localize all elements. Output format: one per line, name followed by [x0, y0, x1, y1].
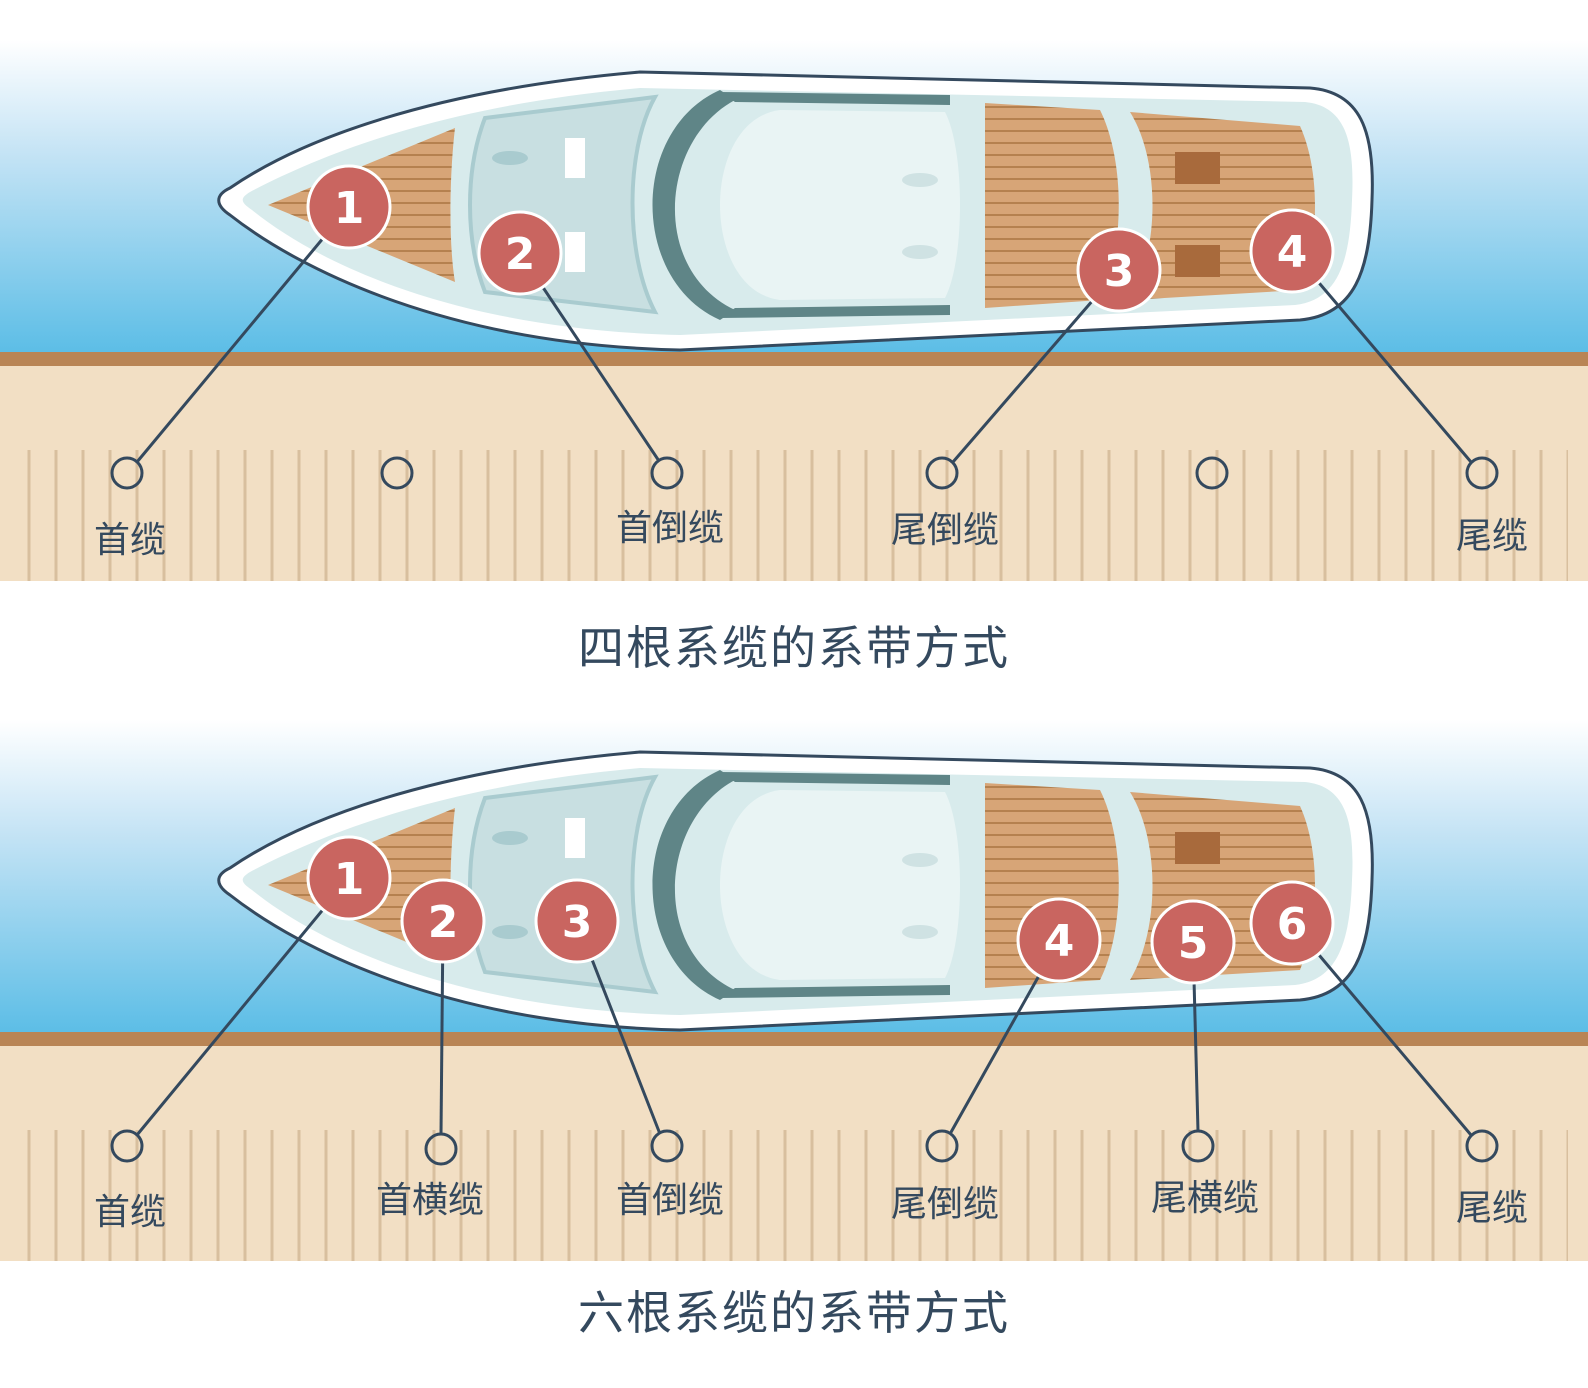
svg-text:尾缆: 尾缆: [1456, 516, 1528, 557]
bollard: [650, 456, 684, 490]
mooring-line-1: 1 首缆: [94, 164, 392, 561]
line-marker: [477, 210, 563, 296]
svg-text:4: 4: [1044, 916, 1075, 967]
svg-text:3: 3: [562, 897, 593, 948]
svg-text:尾倒缆: 尾倒缆: [891, 510, 999, 551]
bollard: [1195, 456, 1229, 490]
bollard: [650, 1129, 684, 1163]
svg-text:1: 1: [334, 183, 365, 234]
diagram-six-lines: 1 首缆 2 首横缆 3 首倒缆 4 尾倒缆 5 尾横缆: [0, 680, 1588, 1360]
bollard: [1465, 1129, 1499, 1163]
svg-text:1: 1: [334, 854, 365, 905]
dock-planks: [20, 450, 1568, 581]
mooring-line-1: 1 首缆: [94, 835, 392, 1233]
svg-text:2: 2: [428, 897, 459, 948]
svg-text:首倒缆: 首倒缆: [616, 508, 724, 549]
line-marker: [1249, 880, 1335, 966]
svg-text:首缆: 首缆: [94, 1192, 166, 1233]
mooring-line-2: 2 首横缆: [376, 878, 486, 1221]
svg-text:3: 3: [1104, 246, 1135, 297]
svg-text:2: 2: [505, 229, 536, 280]
svg-text:6: 6: [1277, 899, 1308, 950]
line-marker: [306, 164, 392, 250]
svg-text:尾横缆: 尾横缆: [1151, 1178, 1259, 1219]
svg-text:首缆: 首缆: [94, 520, 166, 561]
caption-six-lines: 六根系缆的系带方式: [578, 1286, 1010, 1340]
caption-four-lines: 四根系缆的系带方式: [578, 621, 1010, 675]
six-lines-illustration: 1 首缆 2 首横缆 3 首倒缆 4 尾倒缆 5 尾横缆: [0, 720, 1588, 1261]
line-marker: [1016, 897, 1102, 983]
four-lines-illustration: 1 首缆 2 首倒缆 3 尾倒缆 4 尾缆: [0, 40, 1588, 581]
dock-edge: [0, 352, 1588, 366]
line-marker: [1150, 899, 1236, 985]
windshield: [652, 90, 735, 320]
bollard: [110, 456, 144, 490]
mooring-line-5: 5 尾横缆: [1150, 899, 1259, 1219]
line-marker: [400, 878, 486, 964]
cabin-roof: [720, 790, 960, 980]
line-marker: [1076, 227, 1162, 313]
svg-text:5: 5: [1178, 918, 1209, 969]
dock-planks: [20, 1130, 1568, 1261]
line-marker: [306, 835, 392, 921]
bollard: [380, 456, 414, 490]
bollard: [925, 1129, 959, 1163]
mooring-line-4: 4 尾缆: [1249, 208, 1528, 557]
mooring-line-2: 2 首倒缆: [477, 210, 724, 549]
svg-text:首倒缆: 首倒缆: [616, 1180, 724, 1221]
line-marker: [534, 878, 620, 964]
bollards: [110, 456, 1499, 490]
mooring-line-6: 6 尾缆: [1249, 880, 1528, 1229]
bollard: [925, 456, 959, 490]
svg-text:尾缆: 尾缆: [1456, 1188, 1528, 1229]
svg-text:尾倒缆: 尾倒缆: [891, 1184, 999, 1225]
mooring-line-4: 4 尾倒缆: [891, 897, 1102, 1225]
bollard: [110, 1129, 144, 1163]
svg-text:首横缆: 首横缆: [376, 1180, 484, 1221]
cabin-roof: [720, 110, 960, 300]
dock-edge: [0, 1032, 1588, 1046]
mooring-line-3: 3 尾倒缆: [891, 227, 1162, 551]
svg-text:4: 4: [1277, 227, 1308, 278]
mooring-line-3: 3 首倒缆: [534, 878, 724, 1221]
line-marker: [1249, 208, 1335, 294]
diagram-four-lines: 1 首缆 2 首倒缆 3 尾倒缆 4 尾缆 四根系缆的系带方式: [0, 0, 1588, 680]
bollard: [1465, 456, 1499, 490]
windshield: [652, 770, 735, 1000]
